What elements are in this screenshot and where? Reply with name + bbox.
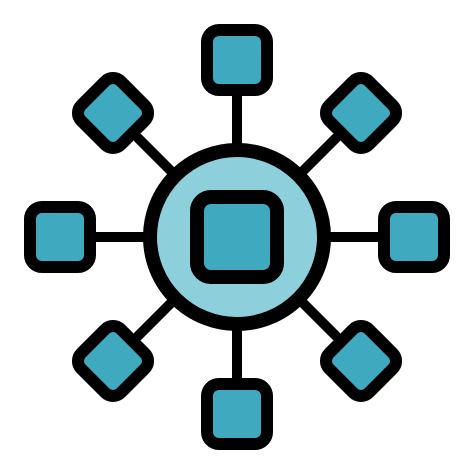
connector-top-right — [294, 133, 341, 180]
connector-top-left — [133, 133, 180, 180]
connector-lines — [90, 90, 385, 385]
node-bottom-left — [71, 319, 155, 403]
hub-core-square — [190, 190, 284, 284]
node-bottom — [201, 378, 273, 450]
connector-bottom-left — [133, 294, 180, 341]
node-top-left — [71, 71, 155, 155]
node-top-right — [319, 71, 403, 155]
connector-bottom-right — [294, 294, 341, 341]
node-bottom-right — [319, 319, 403, 403]
node-top — [201, 24, 273, 96]
node-right — [378, 201, 450, 273]
node-left — [24, 201, 96, 273]
